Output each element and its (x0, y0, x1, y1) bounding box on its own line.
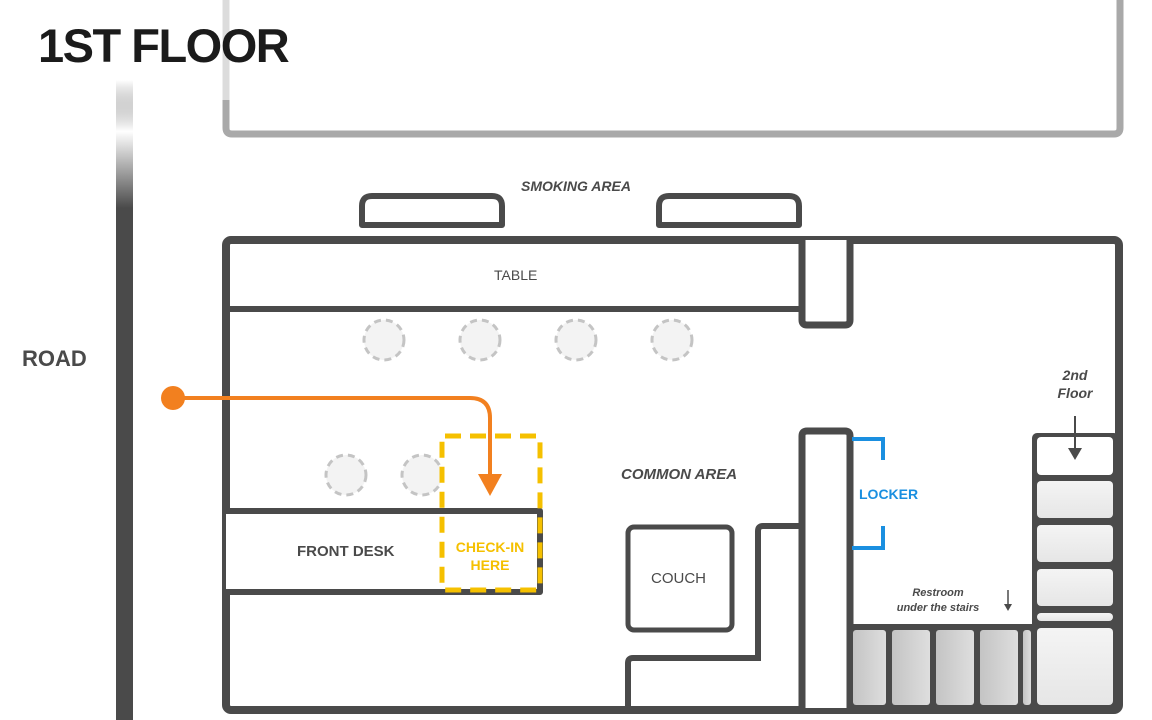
table-stools (362, 318, 694, 362)
smoking-bench-left (359, 193, 505, 228)
check-in-label: CHECK-IN HERE (446, 538, 534, 574)
couch-label: COUCH (651, 570, 706, 587)
restroom-stall (853, 630, 886, 705)
stairs (1032, 433, 1119, 710)
check-in-label-line2: HERE (470, 557, 510, 573)
front-desk-label: FRONT DESK (297, 543, 395, 560)
pillar-top (798, 240, 854, 329)
locker-label: LOCKER (859, 486, 919, 502)
stool (400, 453, 444, 497)
stair-step (1037, 569, 1113, 606)
smoking-area-label: SMOKING AREA (521, 178, 631, 194)
stool (458, 318, 502, 362)
restroom-arrow-icon (1004, 590, 1012, 611)
common-area-label: COMMON AREA (621, 466, 738, 483)
stool (554, 318, 598, 362)
restroom-label: Restroom under the stairs (887, 586, 989, 616)
restroom-stall (980, 630, 1018, 705)
interior-wall-step (625, 523, 802, 708)
check-in-label-line1: CHECK-IN (455, 539, 525, 555)
second-floor-label-line2: Floor (1057, 385, 1093, 401)
stair-step (1037, 525, 1113, 562)
upper-building-wall (222, 0, 1124, 138)
second-floor-arrow-icon (1068, 416, 1082, 460)
entry-route (161, 386, 502, 496)
second-floor-label-line1: 2nd (1062, 367, 1088, 383)
restroom-stall (1023, 630, 1031, 705)
stool (362, 318, 406, 362)
road-label: ROAD (22, 346, 87, 371)
stool (324, 453, 368, 497)
page-title: 1ST FLOOR (38, 19, 290, 72)
restroom-label-line1: Restroom (912, 587, 964, 599)
second-floor-label: 2nd Floor (1048, 366, 1102, 402)
road-line (116, 80, 133, 720)
restroom-label-line2: under the stairs (896, 602, 980, 614)
locker (852, 437, 885, 550)
stair-step (1037, 613, 1113, 621)
central-partition (798, 427, 854, 708)
table-label: TABLE (494, 267, 538, 283)
stair-step (1037, 481, 1113, 518)
route-arrowhead (478, 474, 502, 496)
restroom-stalls (850, 624, 1036, 710)
restroom-stall (892, 630, 930, 705)
smoking-bench-right (656, 193, 802, 228)
restroom-stall (936, 630, 974, 705)
stool (650, 318, 694, 362)
stair-step (1037, 628, 1113, 705)
couch (625, 524, 735, 633)
